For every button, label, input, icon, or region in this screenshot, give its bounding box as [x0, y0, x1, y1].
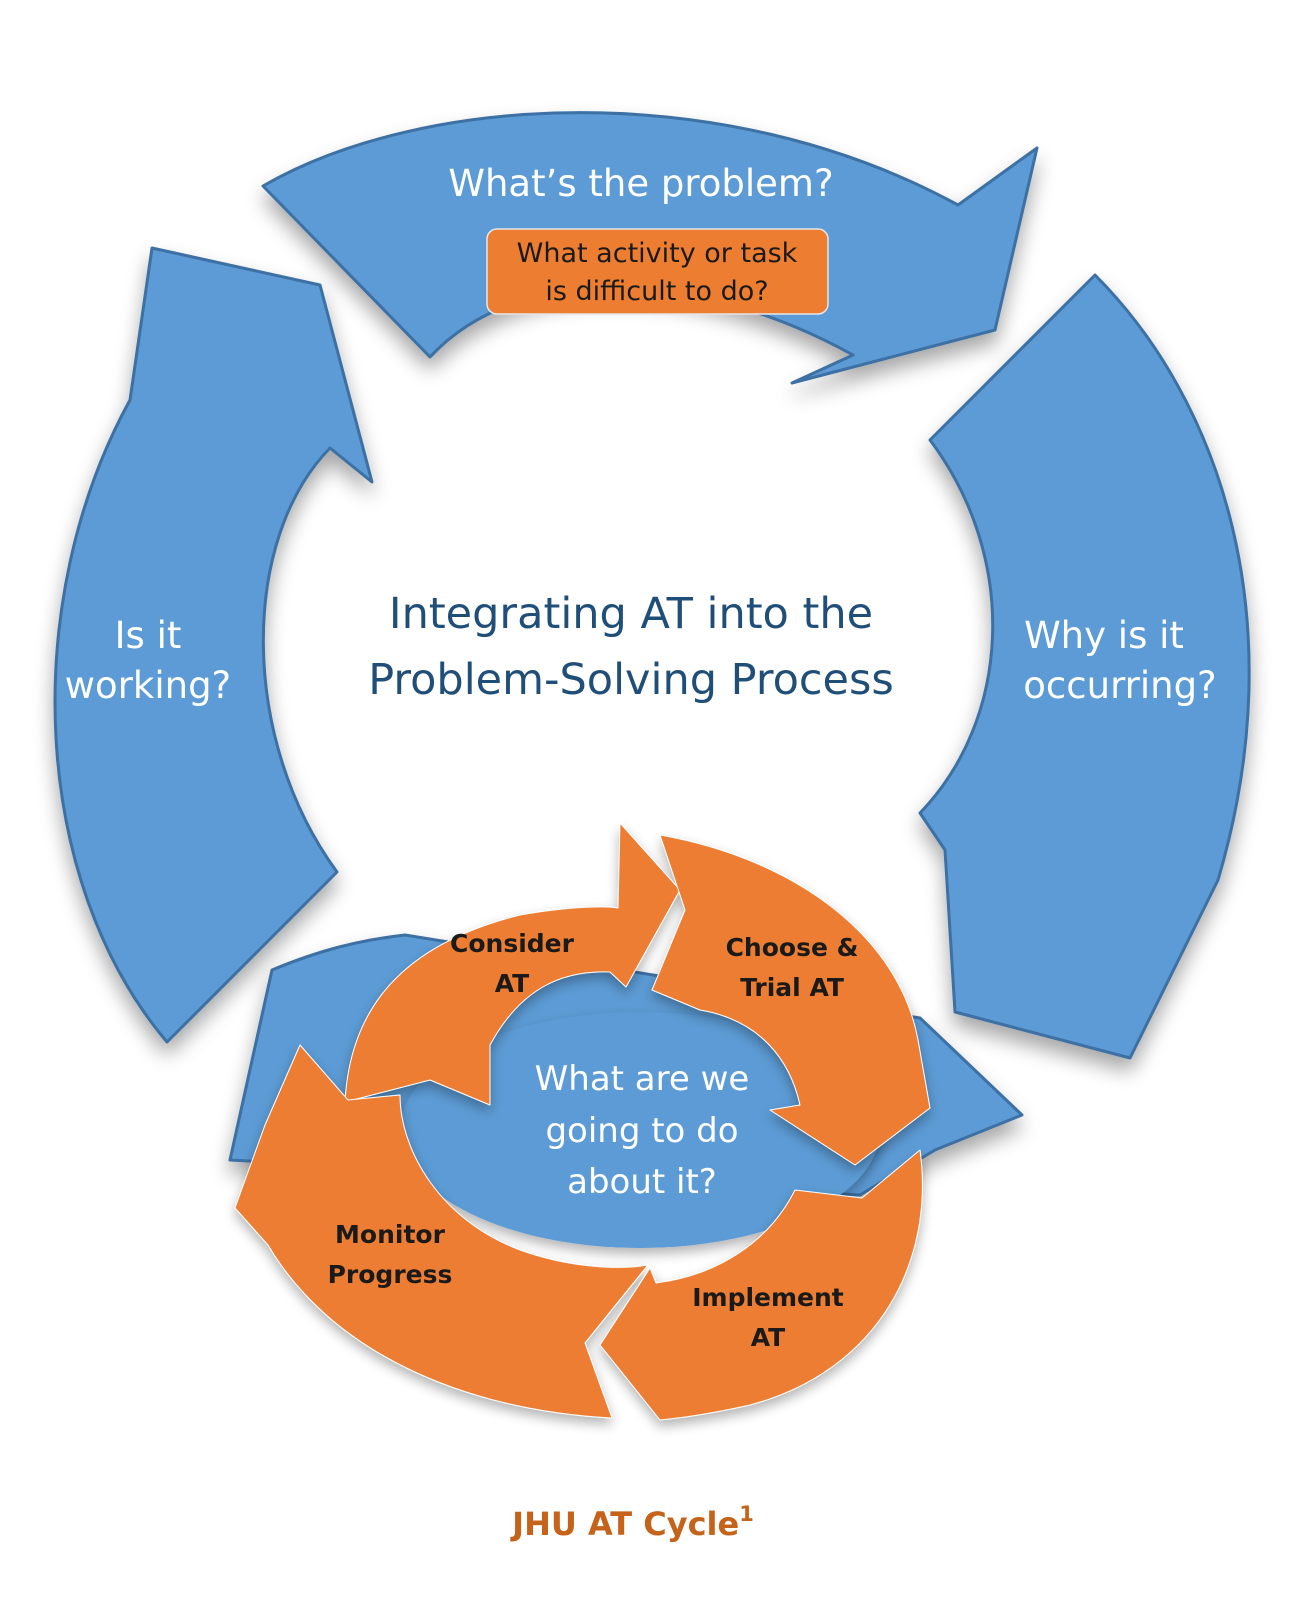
inner-question-line-3: about it?: [567, 1162, 717, 1202]
inner-question-line-1: What are we: [535, 1059, 750, 1099]
label-why-line-2: occurring?: [1023, 664, 1216, 707]
label-implement-line-1: Implement: [692, 1283, 844, 1312]
center-title-line-2: Problem-Solving Process: [368, 655, 894, 705]
arrow-consider-at: [344, 822, 681, 1106]
inner-question-line-2: going to do: [545, 1111, 738, 1151]
label-whats-the-problem: What’s the problem?: [448, 162, 833, 205]
arrow-is-it-working: [53, 246, 374, 1044]
label-monitor-line-2: Progress: [328, 1260, 453, 1289]
caption-superscript: 1: [739, 1502, 754, 1526]
inner-cycle: [234, 822, 931, 1421]
arrow-implement-at: [599, 1149, 923, 1421]
label-choose-line-2: Trial AT: [740, 973, 844, 1002]
caption-text: JHU AT Cycle: [510, 1505, 739, 1543]
label-why-line-1: Why is it: [1024, 614, 1184, 657]
arrow-why-is-it-occurring: [918, 273, 1251, 1060]
problem-subbox-line-2: is difficult to do?: [545, 276, 768, 307]
center-title-line-1: Integrating AT into the: [389, 589, 873, 639]
problem-subbox-line-1: What activity or task: [517, 238, 798, 269]
problem-subbox: What activity or task is difficult to do…: [486, 228, 829, 315]
inner-disk: [400, 1012, 880, 1248]
label-consider-line-2: AT: [495, 969, 529, 998]
label-working-line-1: Is it: [115, 614, 182, 657]
label-choose-line-1: Choose &: [726, 933, 859, 962]
label-monitor-line-1: Monitor: [335, 1220, 446, 1249]
arrow-monitor-progress: [234, 1044, 649, 1419]
label-consider-line-1: Consider: [450, 929, 575, 958]
label-working-line-2: working?: [65, 664, 231, 707]
label-implement-line-2: AT: [751, 1323, 785, 1352]
arrow-choose-trial-at: [651, 834, 931, 1166]
caption: JHU AT Cycle1: [510, 1502, 754, 1543]
